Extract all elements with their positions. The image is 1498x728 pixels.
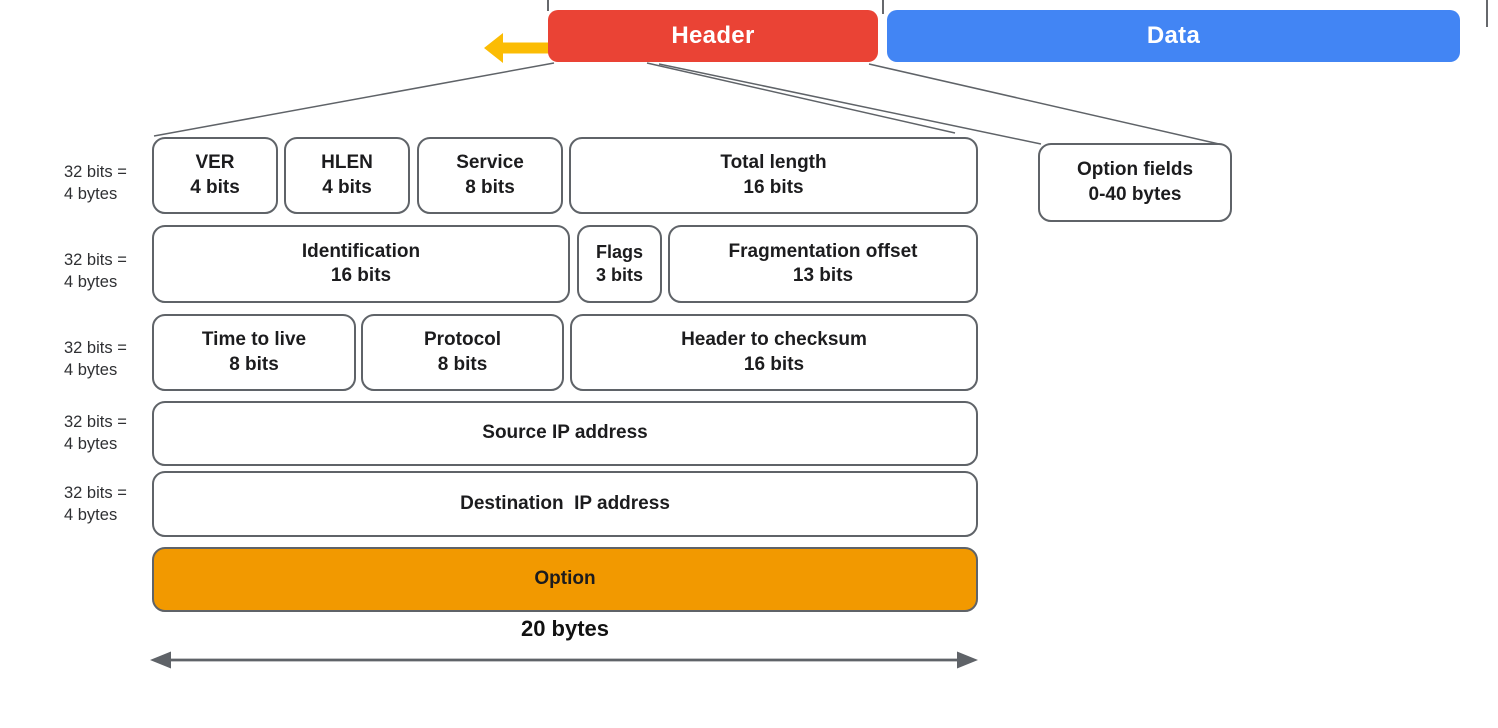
field-service: Service 8 bits: [417, 137, 563, 214]
row3-size-label: 32 bits = 4 bytes: [64, 338, 154, 382]
field-service-size: 8 bits: [465, 176, 515, 198]
bottom-span-arrow-right-head: [957, 651, 978, 669]
field-total-length-name: Total length: [720, 152, 827, 174]
field-identification: Identification 16 bits: [152, 225, 570, 303]
field-option-row-name: Option: [534, 568, 596, 590]
left-arrow-icon: [484, 33, 551, 63]
field-identification-size: 16 bits: [330, 265, 392, 286]
connector-header-to-row1-right: [646, 62, 956, 134]
field-fragmentation-offset: Fragmentation offset 13 bits: [668, 225, 978, 303]
row3-size-label-line2: 4 bytes: [64, 360, 118, 379]
field-flags: Flags 3 bits: [577, 225, 662, 303]
row2-size-label-line1: 32 bits =: [64, 251, 127, 269]
field-time-to-live-size: 8 bits: [229, 353, 279, 375]
row2-size-label: 32 bits = 4 bytes: [64, 250, 154, 294]
row4-size-label-line1: 32 bits =: [64, 413, 127, 431]
field-option-row: Option: [152, 547, 978, 612]
row1-size-label-line1: 32 bits =: [64, 163, 127, 181]
field-option-fields: Option fields 0-40 bytes: [1038, 143, 1232, 222]
field-hlen-name: HLEN: [321, 152, 373, 174]
field-identification-name: Identification: [301, 240, 421, 262]
field-protocol-name: Protocol: [423, 329, 502, 351]
field-ver: VER 4 bits: [152, 137, 278, 214]
row5-size-label: 32 bits = 4 bytes: [64, 483, 154, 527]
row5-size-label-line1: 32 bits =: [64, 484, 127, 502]
bottom-span-arrow-left-head: [150, 651, 171, 669]
connector-header-to-optionfields-right: [868, 63, 1220, 145]
field-hlen-size: 4 bits: [322, 176, 372, 198]
row4-size-label: 32 bits = 4 bytes: [64, 412, 154, 456]
field-hlen: HLEN 4 bits: [284, 137, 410, 214]
connector-header-to-row1-left: [153, 62, 555, 137]
connector-header-to-optionfields-left: [658, 63, 1042, 145]
field-header-checksum: Header to checksum 16 bits: [570, 314, 978, 391]
row2-size-label-line2: 4 bytes: [64, 272, 118, 291]
field-fragmentation-offset-name: Fragmentation offset: [728, 240, 918, 262]
field-header-checksum-size: 16 bits: [743, 353, 805, 375]
field-header-checksum-name: Header to checksum: [681, 329, 867, 351]
field-time-to-live-name: Time to live: [201, 329, 307, 351]
field-flags-name: Flags: [595, 241, 643, 262]
field-source-ip-name: Source IP address: [482, 422, 648, 444]
field-ver-name: VER: [195, 152, 235, 174]
field-protocol-size: 8 bits: [437, 353, 488, 375]
field-destination-ip-name: Destination IP address: [460, 492, 670, 514]
field-fragmentation-offset-size: 13 bits: [792, 265, 854, 286]
field-protocol: Protocol 8 bits: [361, 314, 564, 391]
field-destination-ip: Destination IP address: [152, 471, 978, 537]
packet-data-segment: Data: [887, 10, 1460, 62]
field-option-fields-name: Option fields: [1076, 159, 1194, 181]
field-total-length-size: 16 bits: [743, 176, 804, 198]
field-flags-size: 3 bits: [595, 265, 643, 285]
packet-header-segment: Header: [548, 10, 878, 62]
row4-size-label-line2: 4 bytes: [64, 434, 118, 453]
field-time-to-live: Time to live 8 bits: [152, 314, 356, 391]
total-bytes-label: 20 bytes: [520, 616, 610, 641]
row1-size-label-line2: 4 bytes: [64, 184, 118, 203]
field-option-fields-size: 0-40 bytes: [1088, 183, 1182, 205]
field-ver-size: 4 bits: [190, 176, 240, 198]
field-total-length: Total length 16 bits: [569, 137, 978, 214]
row1-size-label: 32 bits = 4 bytes: [64, 162, 154, 206]
field-source-ip: Source IP address: [152, 401, 978, 466]
row5-size-label-line2: 4 bytes: [64, 505, 118, 524]
field-service-name: Service: [456, 152, 524, 174]
row3-size-label-line1: 32 bits =: [64, 339, 127, 357]
